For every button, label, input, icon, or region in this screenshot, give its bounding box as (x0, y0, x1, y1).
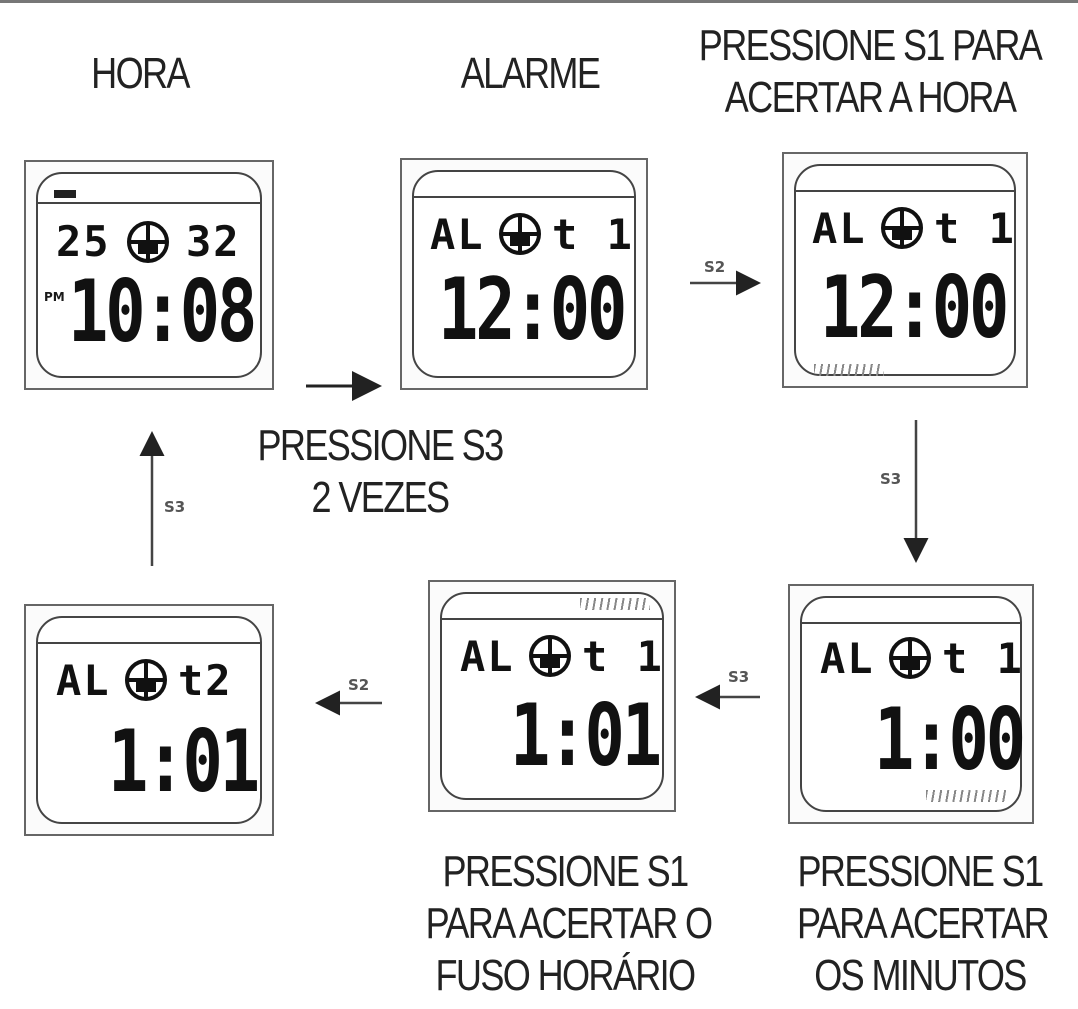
caption-acertar-hora: PRESSIONE S1 PARA ACERTAR A HORA (698, 20, 1043, 124)
press-indicator-hatch (580, 598, 650, 610)
lcd-topbar (412, 196, 636, 198)
press-indicator-hatch (814, 364, 884, 376)
globe-icon (125, 659, 167, 701)
lcd-topbar (800, 622, 1022, 624)
lcd-top-left: AL (812, 204, 867, 253)
lcd-top-right: 32 (186, 217, 241, 266)
lcd-topbar (36, 642, 262, 644)
globe-icon (499, 213, 541, 255)
caption-line: FUSO HORÁRIO (435, 951, 697, 1000)
lcd-bezel (800, 596, 1022, 812)
lcd-top-right: t 1 (582, 632, 664, 681)
press-indicator-hatch (926, 790, 1006, 802)
lcd-topbar (36, 202, 262, 204)
globe-icon (889, 637, 931, 679)
lcd-top-left: AL (820, 634, 875, 683)
caption-fuso: PRESSIONE S1 PARA ACERTAR O FUSO HORÁRIO (425, 846, 713, 1002)
globe-icon (529, 635, 571, 677)
lcd-top-left: AL (56, 656, 111, 705)
arrow-label-s3: S3 (164, 498, 186, 516)
caption-line: 2 VEZES (311, 473, 451, 522)
lcd-main-time: 12:00 (438, 260, 627, 360)
caption-alarme: ALARME (448, 48, 612, 100)
caption-s3-twice: PRESSIONE S3 2 VEZES (257, 420, 504, 524)
lcd-main-time: 1:01 (108, 712, 260, 812)
lcd-top-right: t 1 (942, 634, 1024, 683)
caption-line: PARA ACERTAR O (425, 899, 713, 948)
lcd-bezel (36, 616, 262, 824)
lcd-bezel (794, 164, 1016, 376)
caption-line: PRESSIONE S1 PARA (698, 21, 1043, 70)
watch-display-t2: AL t2 1:01 (24, 604, 274, 836)
watch-display-fuso: AL t 1 1:01 (428, 580, 676, 812)
lcd-top-left: 25 (56, 217, 111, 266)
caption-line: PRESSIONE S3 (257, 421, 504, 470)
arrow-label-s2: S2 (704, 258, 726, 276)
arrow-label-s3: S3 (880, 470, 902, 488)
caption-line: OS MINUTOS (814, 951, 1027, 1000)
caption-minutos: PRESSIONE S1 PARA ACERTAR OS MINUTOS (797, 846, 1050, 1002)
pm-indicator: PM (44, 290, 65, 304)
lcd-topbar (794, 190, 1016, 192)
watch-display-hora: 25 32 PM 10:08 (24, 160, 274, 390)
lcd-top-right: t 1 (552, 210, 634, 259)
caption-line: PRESSIONE S1 (797, 847, 1044, 896)
caption-line: PARA ACERTAR (797, 899, 1050, 948)
lcd-top-left: AL (430, 210, 485, 259)
lcd-topbar (440, 618, 664, 620)
battery-icon (54, 190, 76, 198)
lcd-top-right: t2 (178, 656, 233, 705)
caption-line: PRESSIONE S1 (442, 847, 689, 896)
lcd-main-time: 10:08 (68, 262, 257, 362)
lcd-bezel (412, 170, 636, 378)
lcd-bezel (36, 172, 262, 378)
watch-display-acertar-hora: AL t 1 12:00 (782, 152, 1028, 388)
caption-hora: HORA (74, 48, 205, 100)
caption-hora-text: HORA (91, 49, 190, 98)
globe-icon (881, 207, 923, 249)
arrow-label-s3: S3 (728, 668, 750, 686)
arrow-label-s2: S2 (348, 676, 370, 694)
watch-display-minutos: AL t 1 1:00 (788, 584, 1034, 824)
lcd-main-time: 1:00 (874, 690, 1026, 790)
caption-line: ACERTAR A HORA (724, 73, 1017, 122)
caption-alarme-text: ALARME (460, 49, 601, 98)
lcd-main-time: 1:01 (510, 686, 662, 786)
top-rule (0, 0, 1078, 3)
lcd-top-left: AL (460, 632, 515, 681)
lcd-top-right: t 1 (934, 204, 1016, 253)
lcd-main-time: 12:00 (820, 258, 1009, 358)
globe-icon (127, 221, 169, 263)
lcd-bezel (440, 592, 664, 800)
watch-display-alarme: AL t 1 12:00 (400, 158, 648, 390)
